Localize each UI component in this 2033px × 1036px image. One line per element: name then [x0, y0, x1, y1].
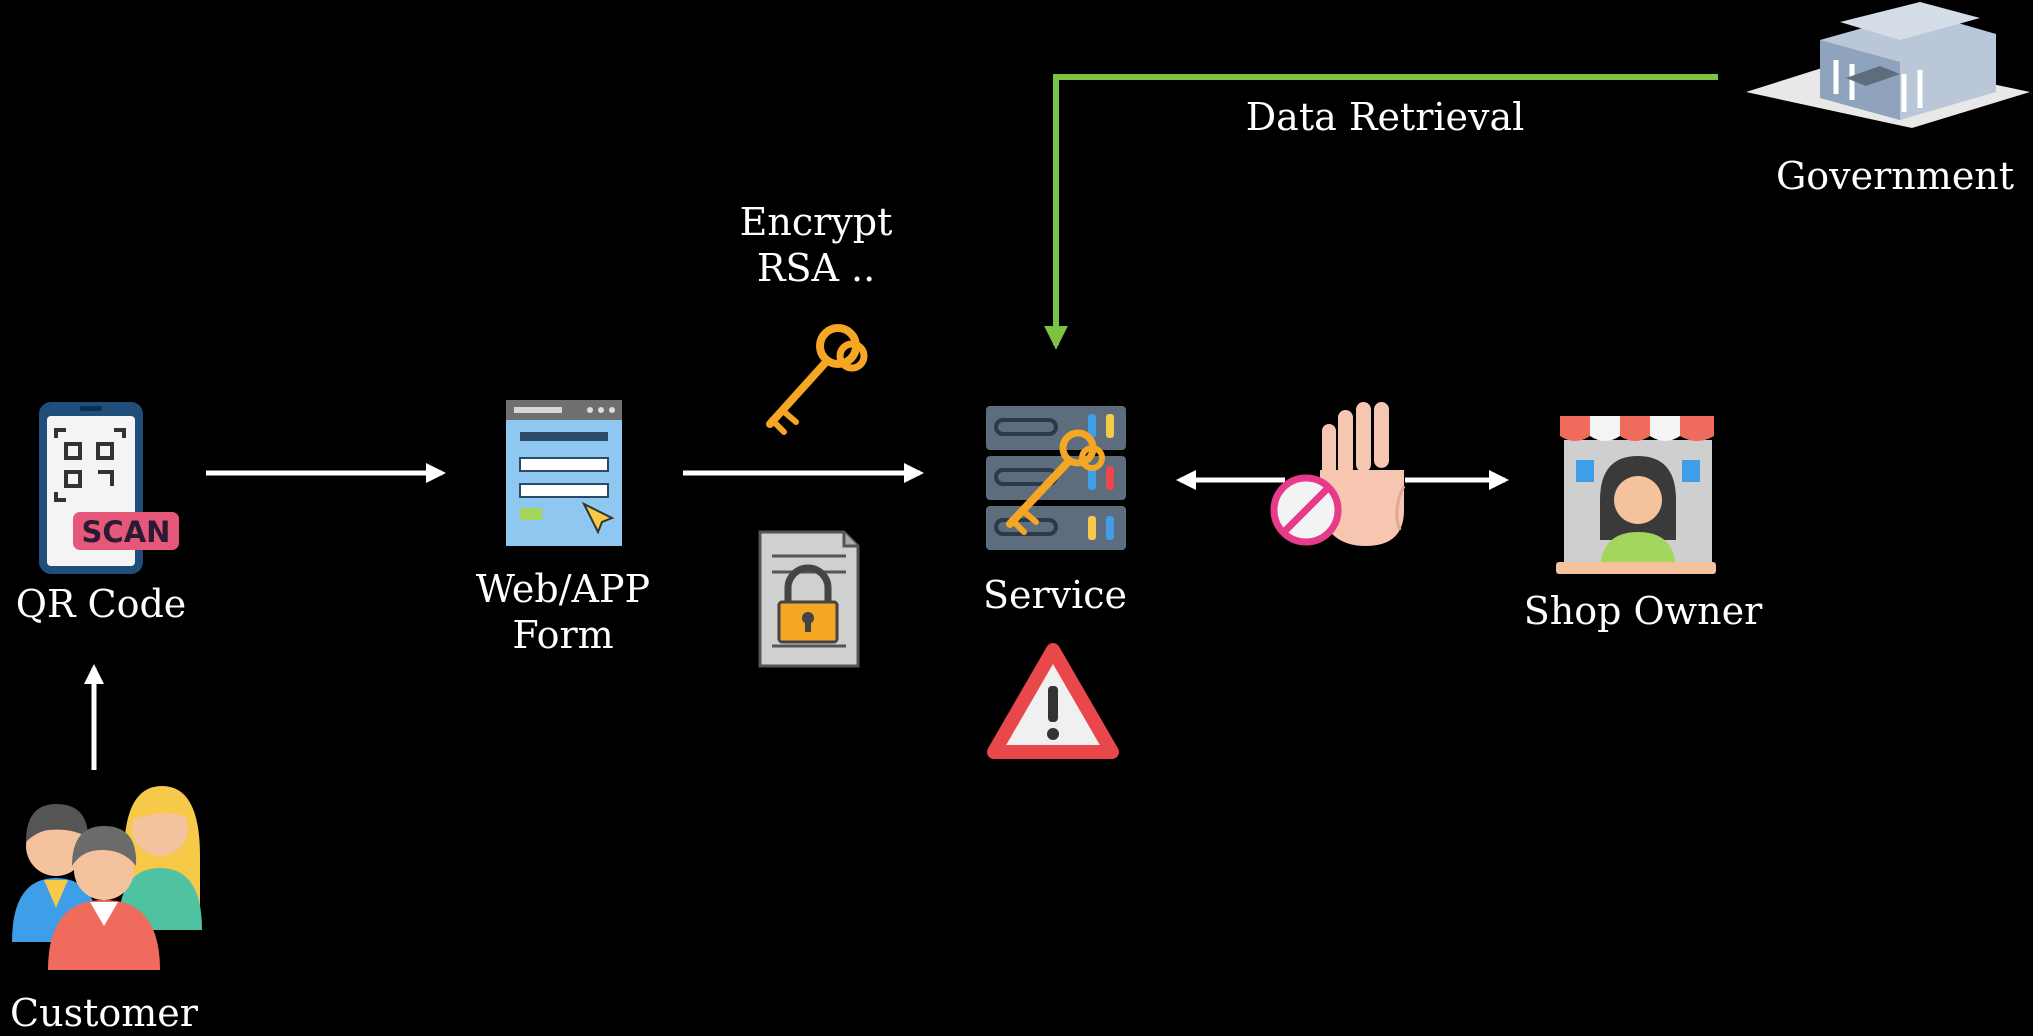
locked-document-icon — [758, 530, 860, 668]
government-building-icon — [1746, 2, 2030, 128]
stop-hand-icon — [1320, 402, 1406, 546]
qr-code-label: QR Code — [15, 582, 187, 626]
form-label: Web/APP Form — [476, 566, 650, 658]
arrow-government-to-service — [1044, 74, 1718, 350]
encrypt-label-line2: RSA .. — [756, 246, 876, 290]
shop-owner-label: Shop Owner — [1523, 589, 1763, 633]
svg-text:SCAN: SCAN — [82, 515, 171, 549]
qr-scan-phone-icon: SCAN — [39, 402, 179, 574]
customer-label: Customer — [10, 991, 198, 1035]
form-label-line1: Web/APP — [475, 567, 651, 611]
no-access-icon — [1270, 474, 1342, 546]
form-label-line2: Form — [512, 613, 614, 657]
server-key-icon — [986, 406, 1126, 550]
customer-group-icon — [12, 786, 202, 970]
warning-icon — [987, 643, 1119, 759]
encrypt-label: Encrypt RSA .. — [740, 199, 893, 291]
data-retrieval-label: Data Retrieval — [1245, 95, 1525, 139]
shop-owner-icon — [1556, 416, 1716, 574]
government-label: Government — [1775, 154, 2015, 198]
encrypt-label-line1: Encrypt — [739, 200, 893, 244]
service-label: Service — [982, 573, 1128, 617]
key-icon — [766, 324, 868, 435]
web-form-icon — [506, 400, 622, 546]
